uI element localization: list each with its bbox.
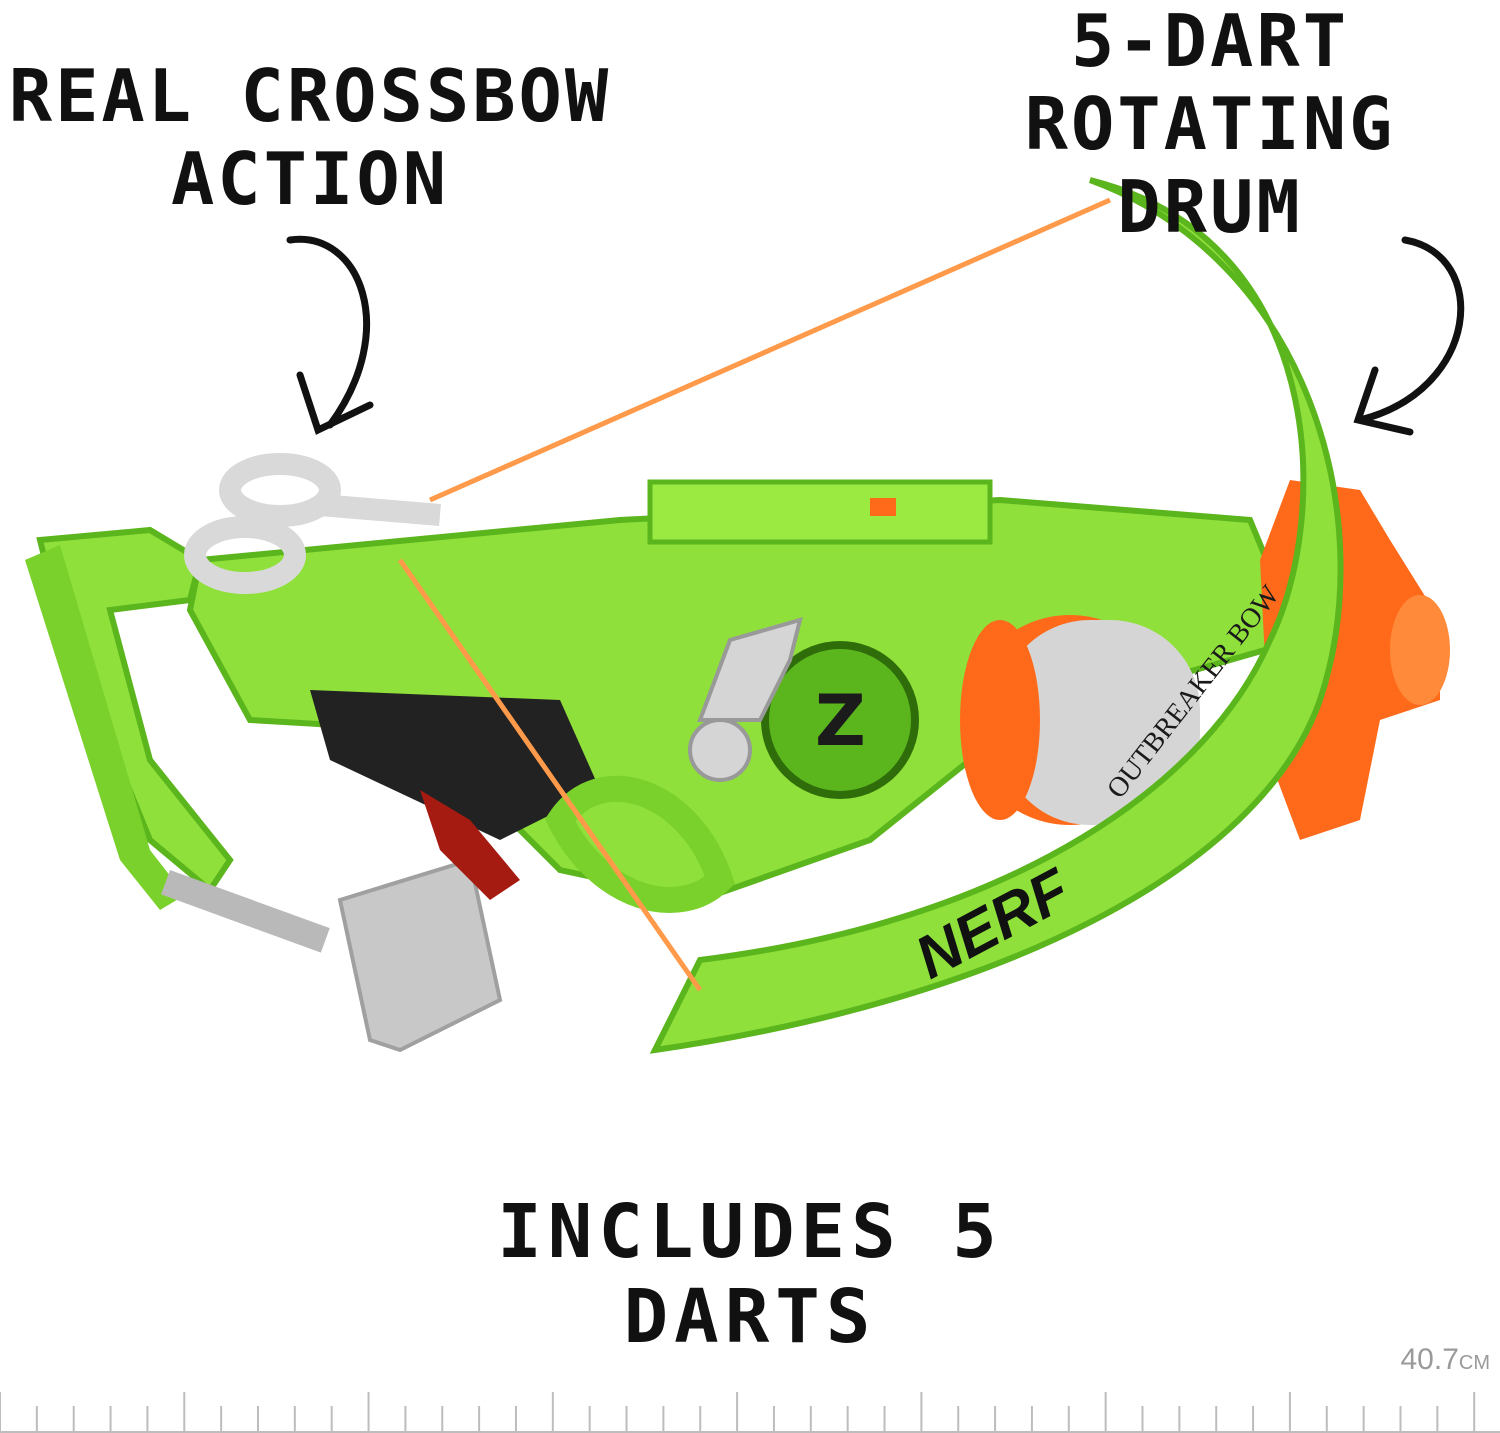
scissor-handle <box>184 453 441 594</box>
rotating-drum <box>960 615 1200 825</box>
callout-rotating-drum-line2: ROTATING DRUM <box>1024 81 1396 249</box>
callout-crossbow-action-line2: ACTION <box>170 136 450 221</box>
measurement-unit: CM <box>1458 1352 1490 1374</box>
nerf-logo-text: NERF <box>905 855 1082 991</box>
callout-rotating-drum: 5-DART ROTATING DRUM <box>920 0 1500 248</box>
bowstring <box>397 197 1112 992</box>
callout-crossbow-action: REAL CROSSBOW ACTION <box>0 55 620 221</box>
crossbow-body: Z <box>186 479 1305 913</box>
curved-arrow-left-icon <box>286 235 374 435</box>
measurement-ruler <box>0 1392 1500 1433</box>
crossbow-grip <box>337 790 520 1053</box>
callout-includes-darts: INCLUDES 5 DARTS <box>497 1189 1003 1361</box>
measurement-value: 40.7 <box>1400 1343 1459 1376</box>
curved-arrow-right-icon <box>1353 236 1465 436</box>
svg-text:Z: Z <box>815 680 866 762</box>
measurement-label: 40.7CM <box>1401 1343 1491 1377</box>
callout-crossbow-action-line1: REAL CROSSBOW <box>8 54 612 138</box>
crossbow-stock <box>25 526 330 953</box>
callout-rotating-drum-line1: 5-DART <box>1070 0 1350 83</box>
